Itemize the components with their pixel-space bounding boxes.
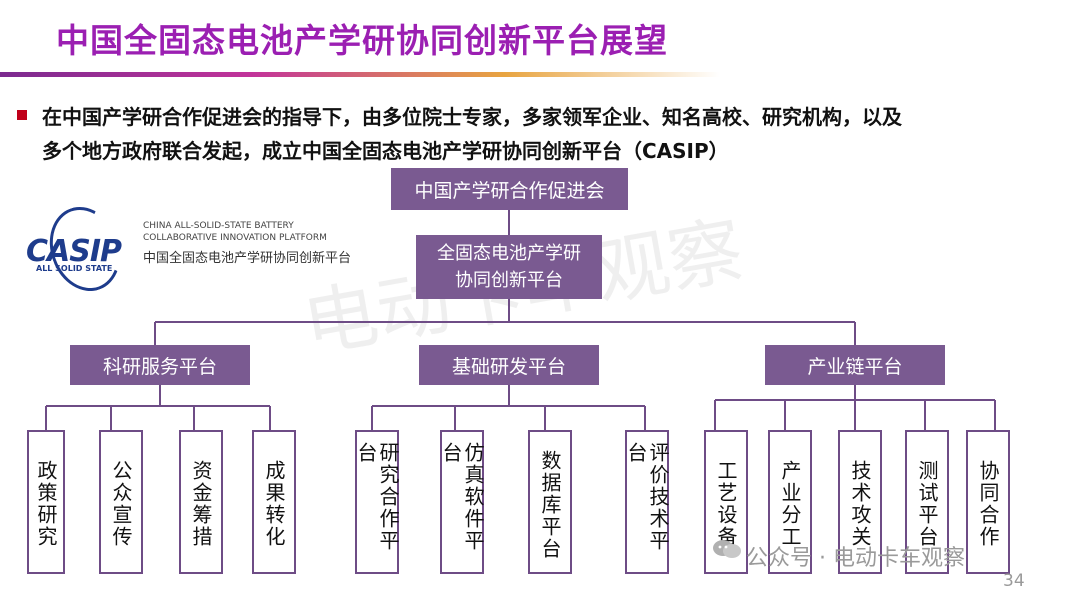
leaf-industrial-division: 产业分工	[768, 430, 812, 574]
leaf-policy-research: 政策研究	[27, 430, 65, 574]
leaf-database: 数据库平台	[528, 430, 572, 574]
leaf-label: 产业分工	[778, 460, 802, 548]
org-node-promotion-association: 中国产学研合作促进会	[391, 168, 628, 210]
logo-english-line-2: COLLABORATIVE INNOVATION PLATFORM	[143, 233, 327, 243]
leaf-tech-breakthrough: 技术攻关	[838, 430, 882, 574]
leaf-label: 研究合作平台	[354, 442, 400, 552]
leaf-evaluation-technology: 评价技术平台	[624, 430, 670, 574]
bullet-text-line-1: 在中国产学研合作促进会的指导下，由多位院士专家，多家领军企业、知名高校、研究机构…	[42, 105, 902, 129]
leaf-label: 工艺设备	[714, 460, 738, 548]
org-node-casip-line-1: 全固态电池产学研	[437, 243, 581, 264]
leaf-label: 公众宣传	[109, 460, 133, 548]
leaf-research-cooperation: 研究合作平台	[354, 430, 400, 574]
leaf-achievement-transfer: 成果转化	[252, 430, 296, 574]
leaf-label: 评价技术平台	[624, 442, 670, 552]
leaf-simulation-software: 仿真软件平台	[439, 430, 485, 574]
leaf-collaboration: 协同合作	[966, 430, 1010, 574]
casip-logo-subtitle: ALL SOLID STATE	[36, 264, 113, 273]
leaf-label: 政策研究	[34, 460, 58, 548]
leaf-label: 数据库平台	[538, 450, 562, 560]
leaf-public-promotion: 公众宣传	[99, 430, 143, 574]
logo-english-line-1: CHINA ALL-SOLID-STATE BATTERY	[143, 221, 294, 231]
leaf-label: 仿真软件平台	[439, 442, 485, 552]
org-node-casip: 全固态电池产学研 协同创新平台	[416, 235, 602, 299]
leaf-label: 技术攻关	[848, 460, 872, 548]
leaf-label: 成果转化	[262, 460, 286, 548]
wechat-icon	[713, 540, 741, 558]
wechat-account-watermark: 公众号 · 电动卡车观察	[746, 546, 965, 571]
title-underline	[0, 72, 720, 77]
logo-chinese-name: 中国全固态电池产学研协同创新平台	[143, 251, 352, 266]
leaf-label: 资金筹措	[189, 460, 213, 548]
bullet-text-line-2: 多个地方政府联合发起，成立中国全固态电池产学研协同创新平台（CASIP）	[42, 139, 729, 163]
org-node-research-service: 科研服务平台	[70, 345, 250, 385]
leaf-label: 测试平台	[915, 460, 939, 548]
leaf-testing-platform: 测试平台	[905, 430, 949, 574]
org-node-basic-rnd: 基础研发平台	[419, 345, 599, 385]
bullet-marker	[17, 110, 27, 120]
page-number: 34	[1003, 571, 1025, 591]
casip-logo-mark: CASIP	[26, 234, 122, 269]
slide-title: 中国全固态电池产学研协同创新平台展望	[56, 21, 668, 60]
org-node-casip-line-2: 协同创新平台	[455, 270, 563, 291]
org-node-industry-chain: 产业链平台	[765, 345, 945, 385]
leaf-label: 协同合作	[976, 460, 1000, 548]
leaf-fundraising: 资金筹措	[179, 430, 223, 574]
